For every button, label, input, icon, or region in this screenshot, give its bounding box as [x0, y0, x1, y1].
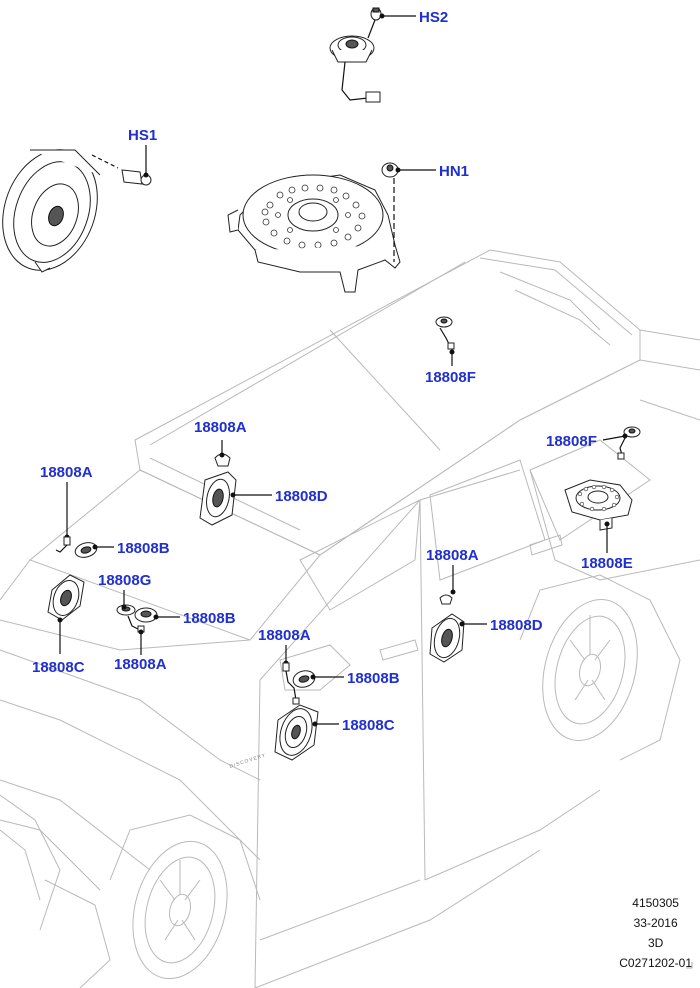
- rear-speaker-18808f: [617, 426, 641, 460]
- label-18808f-rear: 18808F: [546, 433, 597, 450]
- discovery-badge: DISCOVERY: [229, 752, 267, 770]
- label-hn1: HN1: [439, 163, 469, 180]
- ref-date: 33-2016: [633, 916, 678, 930]
- rear-door-tweeter-18808a: [439, 594, 453, 605]
- left-tweeter-18808b-2: [134, 607, 158, 623]
- hn1-subwoofer-assembly: [227, 162, 401, 293]
- dash-speaker-18808d: [199, 471, 237, 526]
- hs1-speaker-assembly: [2, 149, 152, 273]
- left-door-tweeter-18808a: [55, 536, 71, 553]
- label-18808a-left2: 18808A: [114, 656, 167, 673]
- left-door-tweeter-18808b: [74, 542, 98, 558]
- label-18808e: 18808E: [581, 555, 633, 572]
- ref-view: 3D: [647, 936, 664, 950]
- label-18808a-front-door: 18808A: [258, 627, 311, 644]
- label-18808g: 18808G: [98, 572, 151, 589]
- rear-enclosure-18808e: [564, 479, 633, 531]
- label-18808d-center: 18808D: [275, 488, 328, 505]
- label-18808f-roof: 18808F: [425, 369, 476, 386]
- front-door-tweeter-18808a: [282, 662, 300, 705]
- roof-speaker-18808f: [435, 316, 455, 350]
- dash-tweeter-18808a: [214, 453, 231, 467]
- label-hs2: HS2: [419, 9, 448, 26]
- corner-mark: [686, 962, 693, 969]
- vehicle-outline: [0, 249, 700, 988]
- label-18808a-rear-door: 18808A: [426, 547, 479, 564]
- hs2-speaker-assembly: [329, 7, 382, 103]
- ref-code: C0271202-01: [619, 956, 692, 970]
- label-18808b-front-door: 18808B: [347, 670, 400, 687]
- ref-number: 4150305: [632, 896, 679, 910]
- label-18808b-left2: 18808B: [183, 610, 236, 627]
- label-18808d-rear-door: 18808D: [490, 617, 543, 634]
- rear-door-speaker-18808d: [429, 613, 465, 663]
- left-door-speaker-18808c: [47, 574, 85, 621]
- front-door-speaker-18808c: [274, 704, 319, 761]
- label-hs1: HS1: [128, 127, 157, 144]
- label-18808c-left: 18808C: [32, 659, 85, 676]
- label-18808c-front-door: 18808C: [342, 717, 395, 734]
- label-18808a-center: 18808A: [194, 419, 247, 436]
- label-18808b-left1: 18808B: [117, 540, 170, 557]
- reference-block: 4150305 33-2016 3D C0271202-01: [619, 893, 692, 973]
- label-18808a-left: 18808A: [40, 464, 93, 481]
